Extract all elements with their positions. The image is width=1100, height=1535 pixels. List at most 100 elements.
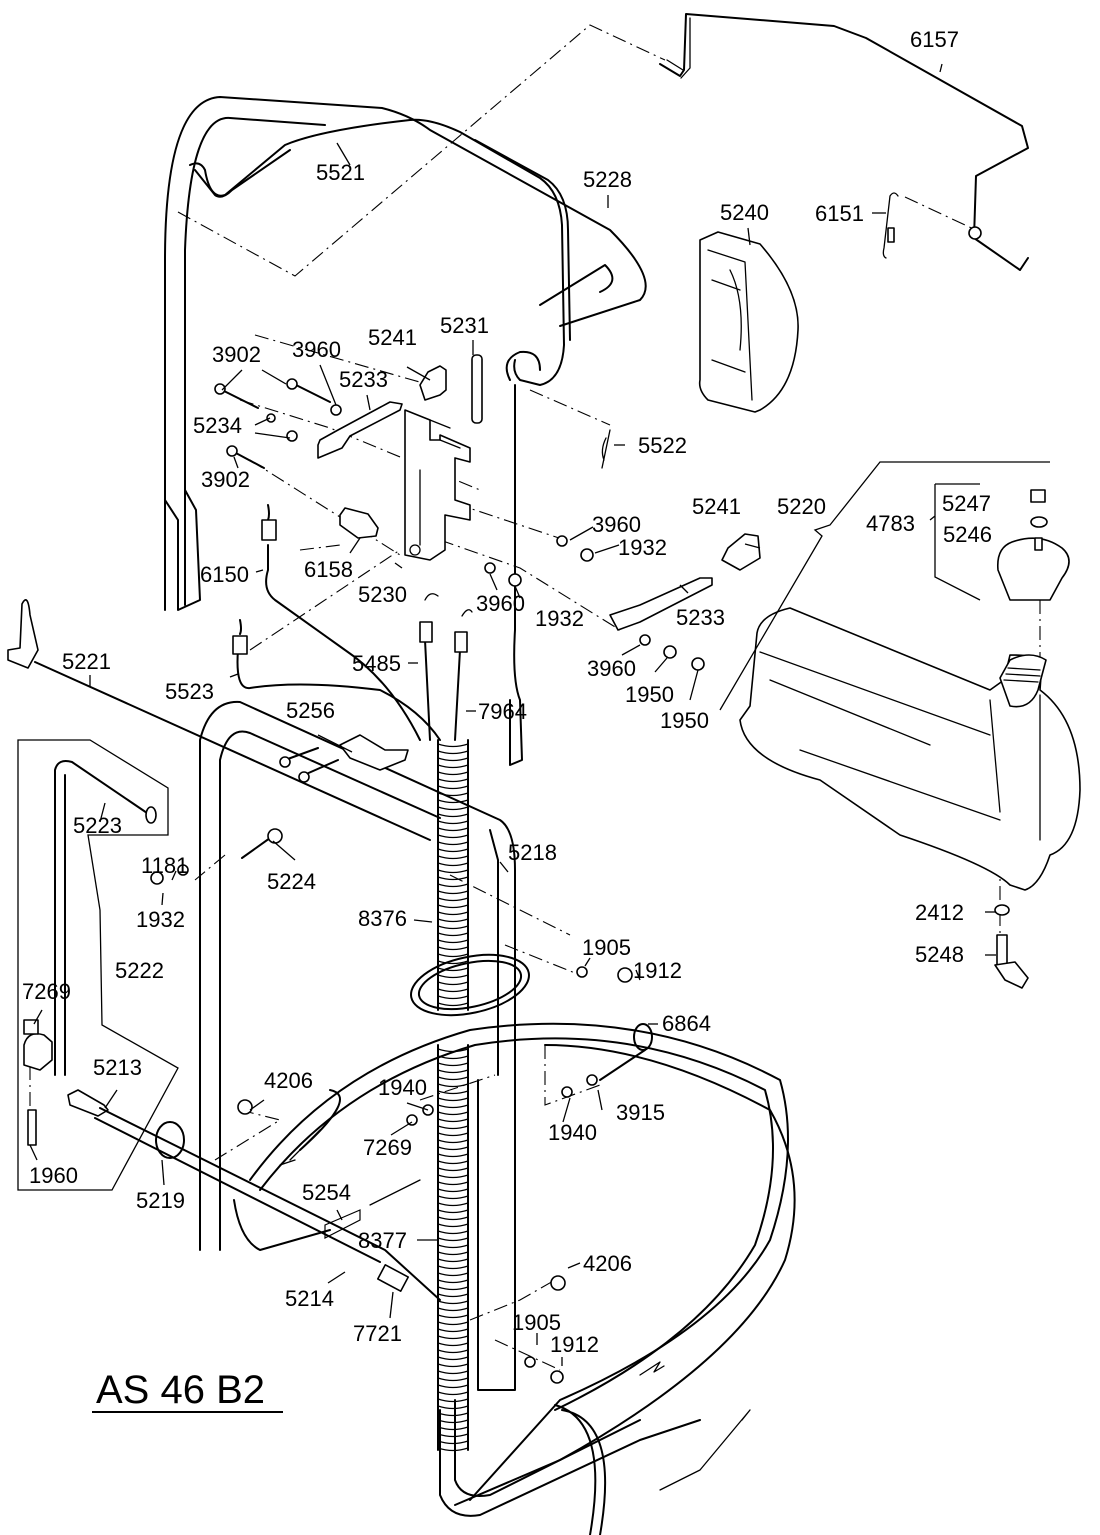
part-5241-grip-upper: [419, 365, 447, 401]
callout-7964: 7964: [478, 699, 527, 724]
callout-6158: 6158: [304, 557, 353, 582]
callout-5233-upper: 5233: [339, 367, 388, 392]
spiral-ridge: [437, 1398, 469, 1403]
callout-8377: 8377: [358, 1228, 407, 1253]
spiral-ridge: [437, 820, 469, 825]
spiral-ridge: [437, 1097, 469, 1102]
spiral-ridge: [437, 1384, 469, 1389]
spiral-ridge: [437, 1174, 469, 1179]
spiral-ridge: [437, 792, 469, 797]
spiral-ridge: [437, 1209, 469, 1214]
spiral-ridge: [437, 946, 469, 951]
spiral-ridge: [437, 1300, 469, 1305]
spiral-ridge: [437, 1118, 469, 1123]
callout-7269-left: 7269: [22, 979, 71, 1004]
spiral-ridge: [437, 1188, 469, 1193]
callout-5521: 5521: [316, 160, 365, 185]
spiral-ridge: [437, 1321, 469, 1326]
callout-5223: 5223: [73, 813, 122, 838]
callout-1950-a: 1950: [625, 682, 674, 707]
spiral-ridge: [437, 862, 469, 867]
spiral-ridge: [437, 1062, 469, 1067]
callout-5247: 5247: [942, 491, 991, 516]
part-5233-lever-upper: [317, 401, 403, 459]
spiral-ridge: [437, 834, 469, 839]
spiral-ridge: [437, 1405, 469, 1410]
spiral-ridge: [437, 1314, 469, 1319]
part-5221-lever: [7, 599, 431, 841]
callout-5214: 5214: [285, 1286, 334, 1311]
callout-1905-upper: 1905: [582, 935, 631, 960]
callout-5241-upper: 5241: [368, 325, 417, 350]
spiral-ridge: [437, 813, 469, 818]
part-5241-grip-lower: [721, 533, 761, 571]
callout-5485: 5485: [352, 651, 401, 676]
spiral-ridge: [437, 1181, 469, 1186]
callout-3960-lower: 3960: [587, 656, 636, 681]
part-5240-cover: [698, 231, 799, 413]
spiral-ridge: [437, 1111, 469, 1116]
spiral-ridge: [437, 1132, 469, 1137]
part-cables: [232, 504, 473, 741]
spiral-ridge: [437, 1230, 469, 1235]
part-5213-plate: [67, 1089, 441, 1301]
callout-5240: 5240: [720, 200, 769, 225]
callout-3960-upper: 3960: [292, 337, 341, 362]
spiral-ridge: [437, 1195, 469, 1200]
part-8376-8377-spiral: [437, 739, 469, 1452]
part-5522-spring: [601, 429, 611, 469]
spiral-ridge: [437, 1272, 469, 1277]
callout-5254: 5254: [302, 1180, 351, 1205]
part-2412-5248-valve: [994, 904, 1029, 989]
spiral-ridge: [437, 750, 469, 755]
spiral-ridge: [437, 1244, 469, 1249]
spiral-ridge: [437, 967, 469, 972]
spiral-ridge: [437, 848, 469, 853]
spiral-ridge: [437, 974, 469, 979]
spiral-ridge: [437, 1342, 469, 1347]
part-7721-spring: [376, 1264, 410, 1292]
callout-5221: 5221: [62, 649, 111, 674]
callout-3902-lower: 3902: [201, 467, 250, 492]
spiral-ridge: [437, 778, 469, 783]
callout-8376: 8376: [358, 906, 407, 931]
spiral-ridge: [437, 1223, 469, 1228]
spiral-ridge: [437, 932, 469, 937]
spiral-ridge: [437, 1349, 469, 1354]
spiral-ridge: [437, 1146, 469, 1151]
spiral-ridge: [437, 1125, 469, 1130]
spiral-ridge: [437, 1083, 469, 1088]
part-handle-band: [410, 953, 530, 1017]
callout-7721: 7721: [353, 1321, 402, 1346]
callout-5241-lower: 5241: [692, 494, 741, 519]
callout-6150: 6150: [200, 562, 249, 587]
spiral-ridge: [437, 1426, 469, 1431]
spiral-ridge: [437, 890, 469, 895]
spiral-ridge: [437, 1216, 469, 1221]
spiral-ridge: [437, 918, 469, 923]
callout-5220: 5220: [777, 494, 826, 519]
spiral-ridge: [437, 1293, 469, 1298]
spiral-ridge: [437, 1237, 469, 1242]
spiral-ridge: [437, 897, 469, 902]
callout-1181: 1181: [141, 853, 188, 878]
callout-6157: 6157: [910, 27, 959, 52]
callout-2412: 2412: [915, 900, 964, 925]
part-6158-clamp: [339, 507, 379, 539]
spiral-ridge: [437, 743, 469, 748]
spiral-ridge: [437, 1433, 469, 1438]
callout-4783: 4783: [866, 511, 915, 536]
part-5521-wire: [189, 118, 571, 766]
callout-1940-right: 1940: [548, 1120, 597, 1145]
spiral-ridge: [437, 1286, 469, 1291]
spiral-ridge: [437, 1069, 469, 1074]
callout-5224: 5224: [267, 869, 316, 894]
callout-7269-mid: 7269: [363, 1135, 412, 1160]
spiral-ridge: [437, 1391, 469, 1396]
callout-5233-lower: 5233: [676, 605, 725, 630]
part-5228-handle: [164, 96, 647, 611]
spiral-ridge: [437, 1153, 469, 1158]
callout-5218: 5218: [508, 840, 557, 865]
callout-5228: 5228: [583, 167, 632, 192]
